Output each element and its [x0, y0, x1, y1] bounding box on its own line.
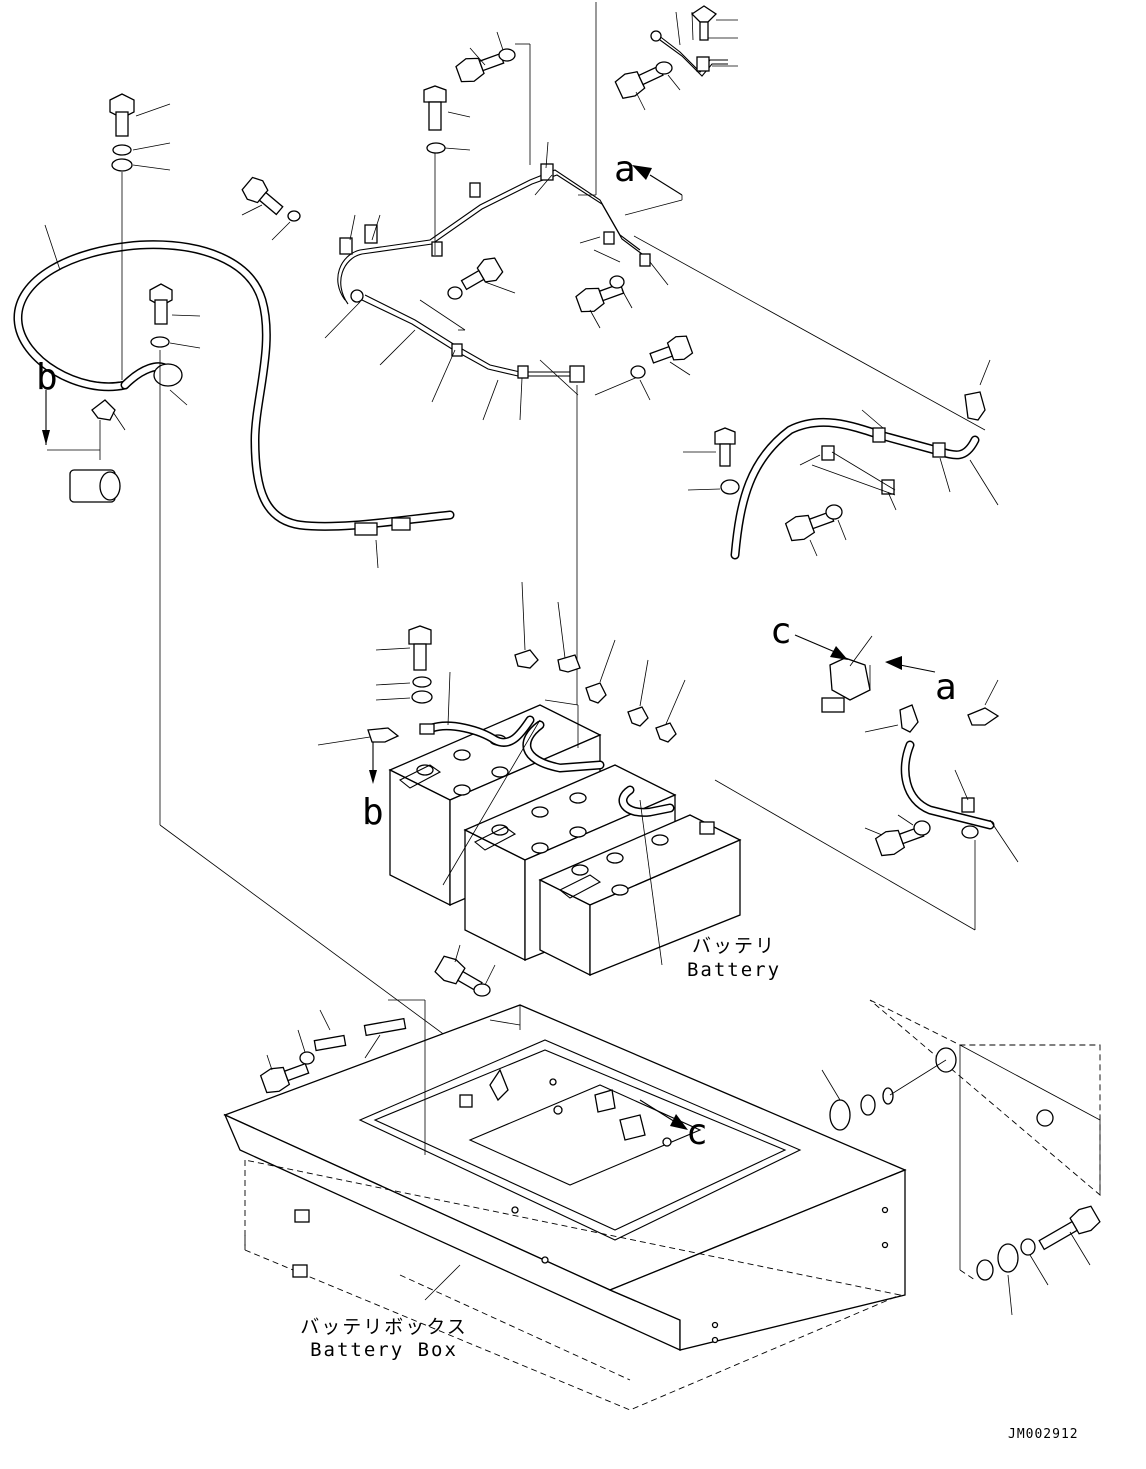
small-cable-top-right: [614, 5, 738, 111]
main-cable-loop: [13, 240, 455, 536]
drawing-code: JM002912: [1008, 1427, 1079, 1442]
right-cable: [375, 359, 999, 569]
frame-mount-right: [821, 999, 1101, 1316]
battery-box: [223, 944, 907, 1411]
callout-a-right: a: [935, 667, 957, 708]
battery-relay-group: [714, 634, 1019, 931]
arrow-a-top: [632, 165, 683, 196]
callout-b-left: b: [36, 357, 58, 398]
harness-bolts: [241, 31, 694, 401]
battery-caption-jp: バッテリ: [691, 935, 776, 957]
battery-box-caption-en: Battery Box: [310, 1339, 458, 1361]
callout-c-right: c: [686, 1112, 708, 1153]
wire-harness-top: [324, 2, 986, 705]
callout-c-box: c: [770, 611, 792, 652]
connector-b-left: [42, 390, 126, 503]
battery-3: [538, 814, 742, 977]
callout-a-top: a: [614, 149, 636, 190]
battery-box-caption-jp: バッテリボックス: [300, 1316, 468, 1338]
battery-caption-en: Battery: [686, 959, 782, 981]
battery-group: [317, 581, 742, 977]
bolt-stack-left: [44, 93, 201, 406]
callout-b-mid: b: [362, 792, 384, 833]
